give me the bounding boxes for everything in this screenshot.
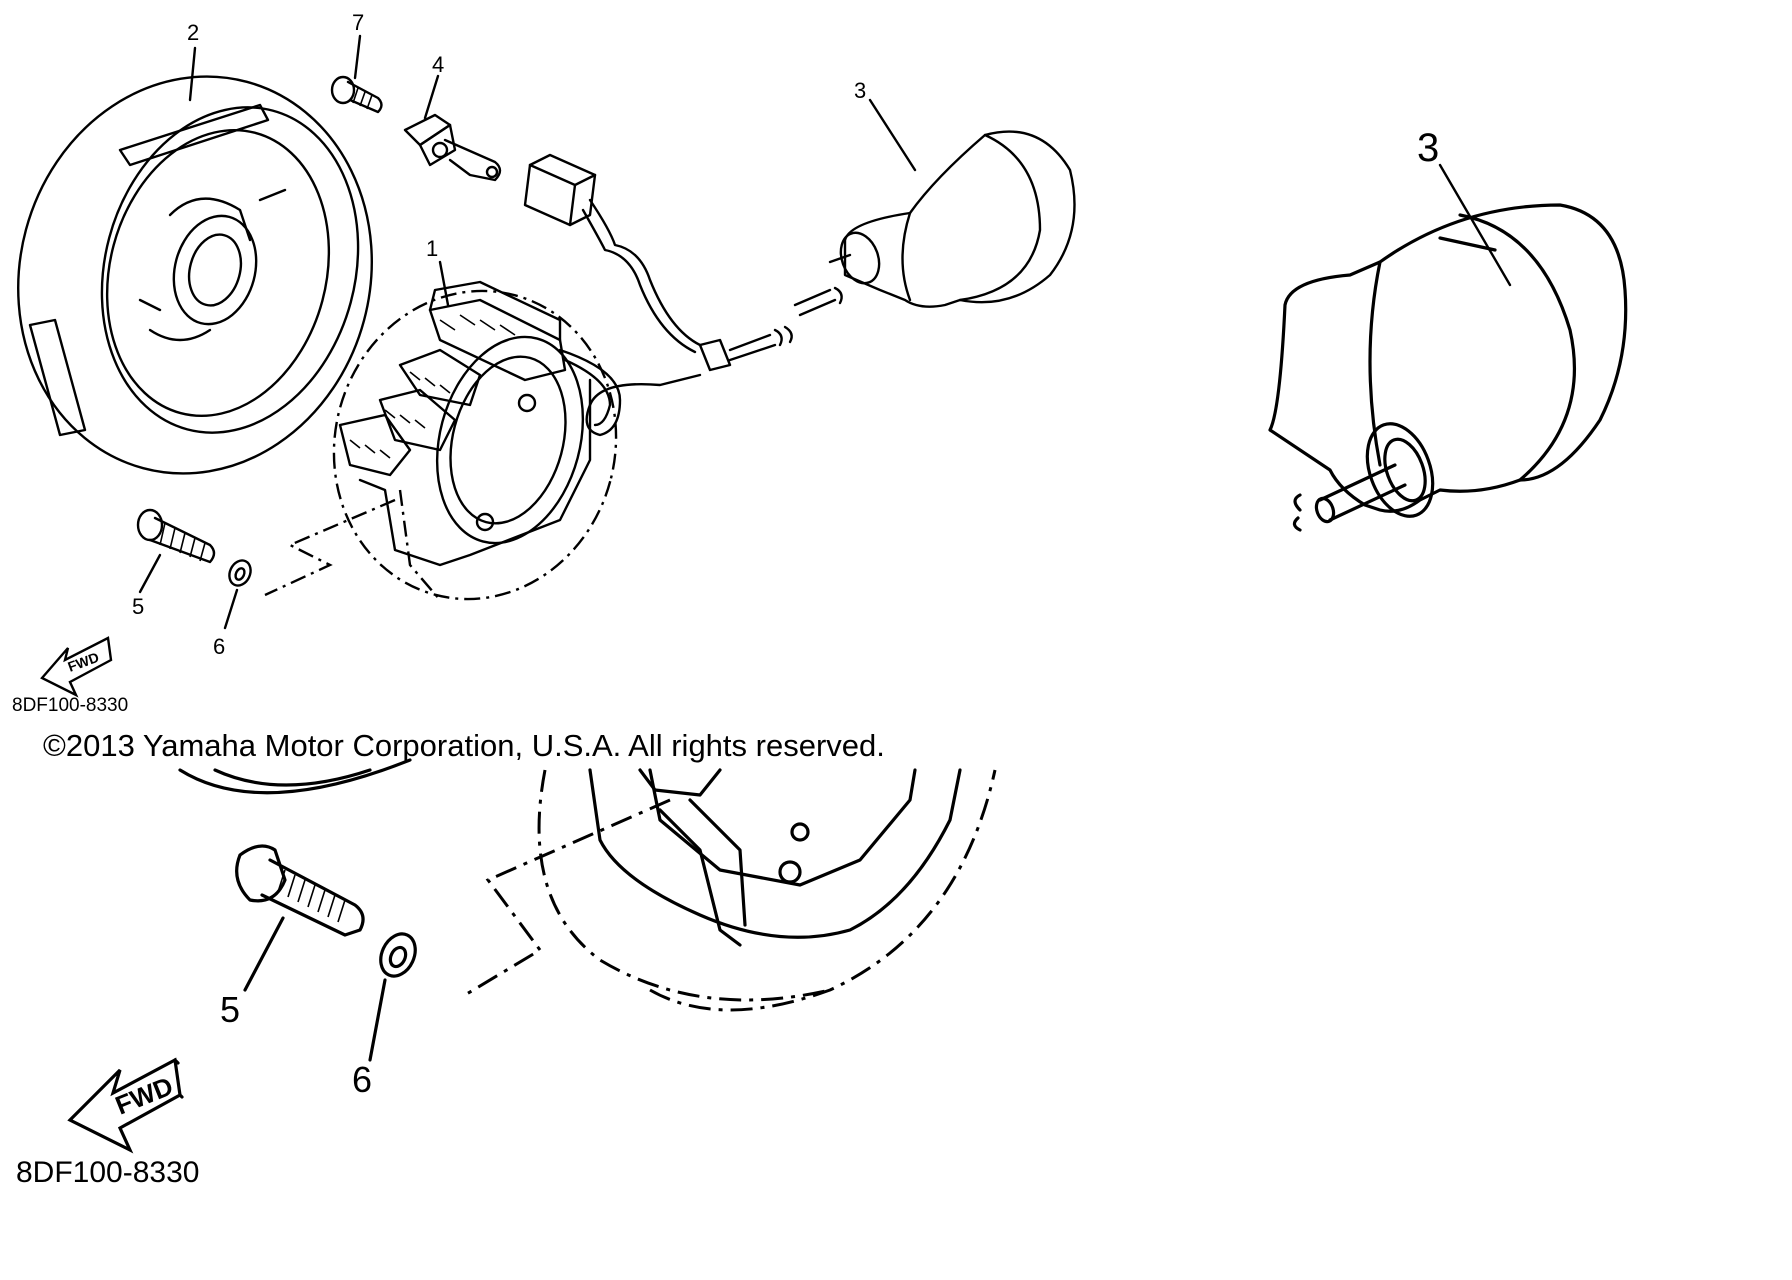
callout-part-2: 2 — [187, 20, 200, 45]
leader-lines — [138, 34, 1512, 630]
cap-3 — [828, 130, 1076, 308]
zoom-callout-part-3: 3 — [1417, 126, 1440, 170]
callout-part-1: 1 — [426, 236, 439, 261]
stator-coil — [264, 280, 843, 601]
bolt-5 — [136, 508, 216, 564]
zoom-diagram-code: 8DF100-8330 — [16, 1156, 200, 1189]
fwd-arrow — [40, 636, 113, 698]
zoom-part-3-cap — [1268, 203, 1628, 532]
zoom-callout-part-6: 6 — [352, 1059, 373, 1100]
callout-part-3: 3 — [854, 78, 867, 103]
washer-6 — [228, 559, 252, 587]
diagram-code: 8DF100-8330 — [12, 695, 129, 716]
connector-block — [523, 153, 702, 354]
callout-part-5: 5 — [132, 594, 145, 619]
zoom-bolt-5 — [235, 844, 365, 937]
copyright-notice: ©2013 Yamaha Motor Corporation, U.S.A. A… — [43, 728, 885, 763]
pickup-4 — [403, 113, 502, 182]
bolt-7 — [330, 75, 383, 114]
zoom-callout-part-5: 5 — [220, 989, 241, 1030]
zoom-detail-bottom — [67, 758, 997, 1154]
callout-part-6: 6 — [213, 634, 226, 659]
callout-part-7: 7 — [352, 10, 365, 35]
flywheel — [17, 75, 373, 475]
zoom-washer-6 — [379, 932, 417, 978]
zoom-fwd-arrow — [67, 1057, 184, 1154]
callout-part-4: 4 — [432, 52, 445, 77]
